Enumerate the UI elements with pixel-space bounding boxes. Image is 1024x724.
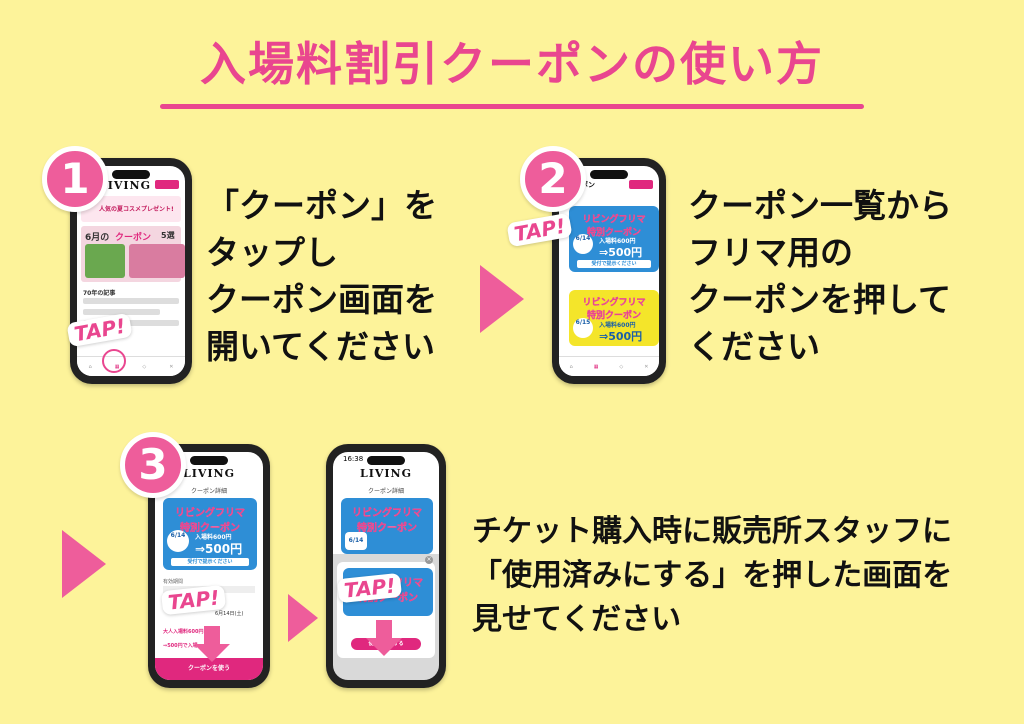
article-list [83, 298, 179, 338]
banner-photo [129, 244, 185, 278]
instruction-line: チケット購入時に販売所スタッフに [472, 514, 952, 549]
page-title: 入場料割引クーポンの使い方 [200, 37, 824, 91]
tab-close[interactable]: ✕ [644, 363, 649, 370]
detail-date: 6月14日(土) [215, 611, 244, 617]
instruction-line: クーポン一覧から [688, 186, 952, 225]
phone-notch [367, 456, 405, 465]
arrow-right-icon [288, 594, 318, 642]
tab-other[interactable]: ◇ [619, 363, 624, 370]
step-2-instructions: クーポン一覧から フリマ用の クーポンを押して ください [688, 182, 952, 370]
phone-notch [590, 170, 628, 179]
use-coupon-button[interactable]: クーポンを使う [155, 658, 263, 680]
coupon-date: 6/14 [345, 532, 367, 550]
phone-notch [190, 456, 228, 465]
phone-notch [112, 170, 150, 179]
step-number-2: 2 [520, 146, 586, 212]
coupon-price: ⇒500円 [599, 246, 643, 259]
header-badge [155, 180, 179, 189]
coupon-fee: 入場料600円 [599, 322, 636, 329]
coupon-subtitle: 特別クーポン [358, 593, 418, 604]
tab-home[interactable]: ⌂ [88, 363, 92, 370]
coupon-title: リビングフリマ [582, 215, 646, 225]
step-number-3: 3 [120, 432, 186, 498]
coupon-subtitle: 特別クーポン [586, 311, 641, 321]
instruction-line: 開いてください [206, 327, 436, 366]
coupon-subtitle: 特別クーポン [357, 523, 417, 534]
app-logo: LIVING [99, 179, 152, 192]
instruction-line: クーポン画面を [206, 280, 437, 319]
step-number-1: 1 [42, 146, 108, 212]
instruction-line: 「クーポン」を [206, 186, 437, 225]
tab-bar: ⌂ ▦ ◇ ✕ [559, 356, 659, 376]
tab-close[interactable]: ✕ [169, 363, 174, 370]
status-time: 16:38 [343, 455, 364, 463]
feature-banner[interactable]: 6月の クーポン 5選 [81, 226, 185, 282]
coupon-title: リビングフリマ [352, 508, 422, 519]
header-badge [629, 180, 653, 189]
promo-text: 人気の夏コスメプレゼント! [99, 206, 174, 213]
coupon-present-note: 受付で提示ください [171, 558, 249, 566]
instruction-line: 「使用済みにする」を押した画面を [472, 558, 953, 593]
detail-note-2: ⇒500円で入場 [163, 643, 198, 649]
coupon-price: ⇒500円 [599, 330, 643, 343]
instruction-line: タップし [206, 233, 338, 272]
detail-note-1: 大人入場料600円 [163, 629, 204, 635]
tab-coupon[interactable]: ▦ [593, 363, 599, 370]
step-3-instructions: チケット購入時に販売所スタッフに 「使用済みにする」を押した画面を 見せてくださ… [472, 510, 952, 642]
coupon-date: 6/14 [167, 530, 189, 552]
coupon-date: 6/15 [573, 318, 593, 338]
arrow-down-icon [194, 626, 230, 662]
instruction-line: クーポンを押して [688, 280, 952, 319]
app-logo: LIVING [359, 467, 412, 480]
step-1-instructions: 「クーポン」を タップし クーポン画面を 開いてください [206, 182, 437, 370]
instruction-line: 見せてください [472, 602, 682, 637]
instruction-line: ください [688, 327, 820, 366]
banner-photo [85, 244, 125, 278]
tab-home[interactable]: ⌂ [569, 363, 573, 370]
phone-step-1: LIVING 人気の夏コスメプレゼント! 6月の クーポン 5選 70年の記事 … [70, 158, 192, 384]
coupon-fee: 入場料600円 [195, 534, 232, 541]
app-logo: LIVING [182, 467, 235, 480]
section-title: 70年の記事 [83, 290, 116, 297]
coupon-card-614[interactable]: リビングフリマ 特別クーポン 6/14 入場料600円 ⇒500円 受付で提示く… [569, 206, 659, 272]
coupon-subtitle: 特別クーポン [586, 228, 641, 238]
coupon-fee: 入場料600円 [599, 238, 636, 245]
coupon-price: ⇒500円 [195, 542, 243, 556]
coupon-card: リビングフリマ 特別クーポン 6/14 [341, 498, 433, 554]
arrow-down-icon [366, 620, 402, 656]
header-title: クーポン詳細 [190, 488, 227, 495]
banner-coupon: クーポン [115, 233, 152, 243]
arrow-right-icon [480, 265, 524, 333]
coupon-title: リビングフリマ [175, 508, 245, 519]
instruction-line: フリマ用の [688, 233, 853, 272]
tap-highlight-circle [102, 349, 126, 373]
banner-text: 6月の [85, 233, 110, 243]
detail-label: 有効期間 [163, 579, 184, 585]
coupon-card-615[interactable]: リビングフリマ 特別クーポン 6/15 入場料600円 ⇒500円 [569, 290, 659, 346]
tab-bar: ⌂ ▦ ◇ ✕ [77, 356, 185, 376]
coupon-title: リビングフリマ [582, 298, 646, 308]
tab-other[interactable]: ◇ [142, 363, 147, 370]
coupon-date: 6/14 [573, 234, 593, 254]
coupon-present-note: 受付で提示ください [577, 260, 651, 268]
header-title: クーポン詳細 [367, 488, 404, 495]
arrow-right-icon [62, 530, 106, 598]
title-underline [160, 104, 864, 109]
banner-count: 5選 [161, 231, 175, 240]
coupon-card: リビングフリマ 特別クーポン 6/14 入場料600円 ⇒500円 受付で提示く… [163, 498, 257, 570]
coupon-subtitle: 特別クーポン [180, 523, 240, 534]
close-icon[interactable]: × [425, 556, 433, 564]
